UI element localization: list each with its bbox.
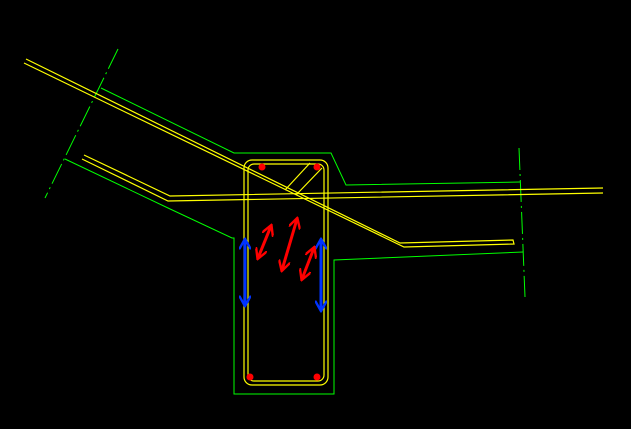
hatch-line (295, 167, 323, 196)
rebar-dot (246, 373, 254, 381)
double-headed-arrow-icon (302, 248, 314, 279)
red-arrows (258, 219, 314, 279)
centerlines (44, 48, 526, 298)
rebar-dot (313, 373, 321, 381)
centerline-left (44, 48, 119, 199)
rebar-diagonal-upper (23, 58, 515, 248)
double-headed-arrow-icon (282, 219, 297, 270)
double-headed-arrow-icon (258, 226, 271, 258)
outline-top (100, 87, 521, 186)
rebar-bent-lower (83, 154, 604, 197)
rebar-dot (313, 163, 321, 171)
hatch-line (284, 162, 311, 191)
centerline-right (518, 147, 526, 298)
outline-bottom (64, 158, 524, 395)
rebars (23, 58, 604, 386)
rebar-dots (246, 163, 321, 381)
blue-arrows (245, 240, 321, 310)
rebar-bent-lower-inner (81, 158, 604, 202)
concrete-outline (64, 87, 524, 395)
rebar-dot (258, 163, 266, 171)
